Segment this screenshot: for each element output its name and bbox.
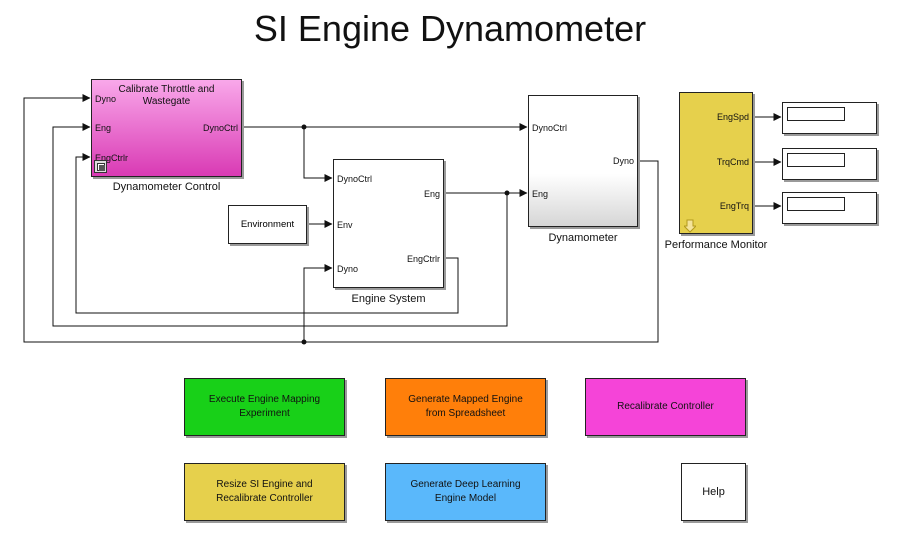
line-dyno-feedback (23, 94, 659, 343)
performance-monitor-block[interactable]: EngSpd TrqCmd EngTrq (679, 92, 753, 234)
dynamometer-block[interactable]: DynoCtrl Eng Dyno (528, 95, 638, 227)
block-name: Performance Monitor (664, 239, 768, 251)
port-label: Env (337, 220, 353, 230)
recalibrate-controller-button[interactable]: Recalibrate Controller (585, 378, 746, 436)
junction-dot (301, 124, 307, 130)
engine-system-block[interactable]: DynoCtrl Env Dyno Eng EngCtrlr (333, 159, 444, 288)
execute-mapping-button[interactable]: Execute Engine Mapping Experiment (184, 378, 345, 436)
port-label: Eng (423, 189, 440, 199)
port-label: EngTrq (719, 201, 749, 211)
display-field (787, 107, 845, 121)
generate-mapped-engine-button[interactable]: Generate Mapped Engine from Spreadsheet (385, 378, 546, 436)
port-label: Dyno (612, 156, 634, 166)
port-label: Dyno (337, 264, 359, 274)
resize-engine-button[interactable]: Resize SI Engine and Recalibrate Control… (184, 463, 345, 521)
junction-dot (504, 190, 510, 196)
display-field (787, 197, 845, 211)
port-label: EngCtrlr (406, 254, 440, 264)
environment-block[interactable]: Environment (228, 205, 307, 244)
deep-learning-button[interactable]: Generate Deep Learning Engine Model (385, 463, 546, 521)
engtrq-display[interactable] (782, 192, 877, 224)
subsystem-icon[interactable] (94, 160, 107, 173)
line-dynoctrl-branch (303, 127, 333, 182)
engspd-display[interactable] (782, 102, 877, 134)
help-button[interactable]: Help (681, 463, 746, 521)
port-label: Eng (532, 189, 549, 199)
page-title: SI Engine Dynamometer (253, 8, 647, 49)
block-name: Engine System (351, 293, 426, 305)
port-label: EngSpd (716, 112, 749, 122)
port-label: DynoCtrl (337, 174, 373, 184)
dyno-control-inner-label: Calibrate Throttle and Wastegate (118, 84, 215, 107)
port-label: DynoCtrl (202, 123, 238, 133)
port-label: DynoCtrl (532, 123, 568, 133)
port-label: EngCtrlr (95, 153, 129, 163)
down-arrow-icon (684, 219, 696, 233)
block-name: Dynamometer (548, 232, 618, 244)
line-eng-feedback (52, 123, 508, 327)
port-label: TrqCmd (716, 157, 749, 167)
trqcmd-display[interactable] (782, 148, 877, 180)
dyno-control-block[interactable]: Calibrate Throttle and Wastegate Dyno En… (91, 79, 242, 177)
port-label: Dyno (95, 94, 117, 104)
junction-dot (301, 339, 307, 345)
block-name: Dynamometer Control (112, 181, 221, 193)
block-name: Environment (240, 219, 295, 230)
line-engctrlr-feedback (75, 153, 459, 314)
line-dyno-branch (303, 264, 333, 342)
port-label: Eng (95, 123, 112, 133)
display-field (787, 153, 845, 167)
